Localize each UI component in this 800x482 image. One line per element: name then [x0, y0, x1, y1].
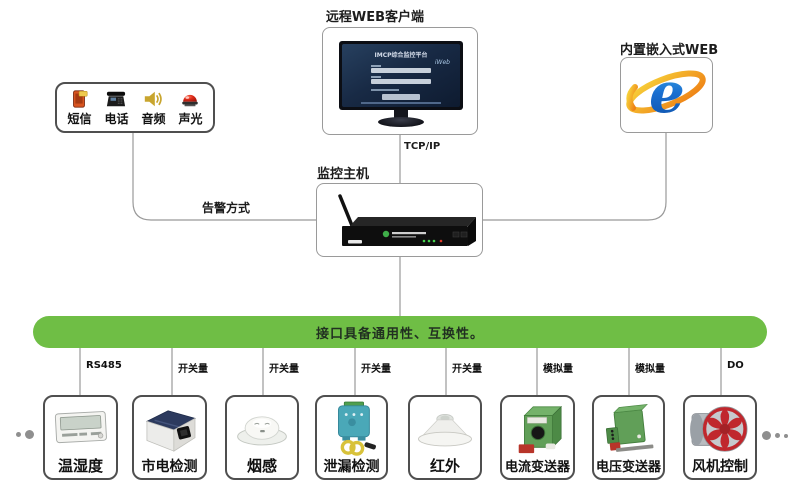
device-mains-detection: 市电检测 [132, 395, 207, 480]
alarm-item-phone: 电话 [104, 89, 129, 127]
device-label: 温湿度 [57, 457, 103, 475]
connection-label-rs485: RS485 [86, 360, 122, 371]
interface-banner-text: 接口具备通用性、互换性。 [315, 326, 484, 342]
leak-detector-icon [317, 401, 386, 457]
remote-web-client-panel: IMCP综合监控平台 iWeb [322, 27, 478, 135]
alarm-item-audio: 音频 [141, 89, 166, 127]
monitor-bezel: IMCP综合监控平台 iWeb [339, 41, 463, 110]
alarm-method-label: 告警方式 [202, 201, 251, 215]
connection-label-do: DO [727, 360, 744, 371]
monitor-stand-base [378, 117, 424, 127]
alarm-item-label: 电话 [104, 111, 129, 126]
login-remember-row [371, 89, 399, 91]
svg-text:e: e [649, 60, 685, 126]
ellipsis-right-dot-small [784, 434, 788, 438]
device-smoke-sensor: 烟感 [225, 395, 299, 480]
connection-label-analog-2: 模拟量 [635, 364, 665, 375]
tcp-ip-label: TCP/IP [404, 141, 441, 152]
login-username-field [371, 68, 431, 73]
ellipsis-left-dot-large [25, 430, 34, 439]
device-fan-control: 风机控制 [683, 395, 757, 480]
embedded-web-label: 内置嵌入式WEB [620, 43, 719, 58]
alarm-item-sound-light: 声光 [178, 89, 203, 127]
alarm-item-label: 短信 [67, 111, 92, 126]
device-temp-humidity: 温湿度 [43, 395, 118, 480]
device-label: 市电检测 [141, 459, 198, 475]
current-transmitter-icon [502, 401, 573, 457]
speaker-icon [145, 91, 163, 106]
telephone-icon [107, 91, 126, 106]
login-screen-title: IMCP综合监控平台 [374, 52, 428, 59]
monitoring-host-panel [316, 183, 483, 257]
mains-power-detector-icon [134, 401, 205, 457]
device-voltage-transmitter: 电压变送器 [592, 395, 665, 480]
internet-explorer-icon: e [626, 60, 706, 126]
login-password-field [371, 79, 431, 84]
ellipsis-right-dot-medium [775, 433, 780, 438]
smoke-detector-icon [227, 401, 297, 457]
login-password-label [371, 76, 381, 78]
ellipsis-left-dot-small [16, 432, 21, 437]
fan-control-icon [685, 401, 755, 457]
device-label: 泄漏检测 [323, 459, 380, 475]
temp-humidity-sensor-icon [45, 401, 116, 457]
connection-label-switch-1: 开关量 [178, 364, 208, 375]
interface-banner: 接口具备通用性、互换性。 [33, 316, 767, 348]
monitoring-host-label: 监控主机 [317, 167, 370, 182]
device-label: 烟感 [246, 457, 277, 475]
remote-web-client-label: 远程WEB客户端 [325, 10, 425, 25]
alarm-item-label: 音频 [141, 111, 166, 126]
device-leak-detection: 泄漏检测 [315, 395, 388, 480]
monitoring-host-device [338, 194, 476, 246]
alarm-item-label: 声光 [178, 111, 203, 126]
ellipsis-right-dot-large [762, 431, 771, 440]
device-label: 电压变送器 [595, 460, 661, 475]
connection-label-analog-1: 模拟量 [543, 364, 573, 375]
device-label: 红外 [429, 457, 460, 475]
login-button-image [382, 94, 420, 100]
embedded-web-panel: e [620, 57, 713, 133]
device-label: 风机控制 [692, 459, 748, 475]
login-screen-brand: iWeb [434, 59, 450, 66]
login-username-label [371, 65, 381, 67]
monitor-screen: IMCP综合监控平台 iWeb [342, 44, 460, 107]
connection-label-switch-3: 开关量 [361, 364, 391, 375]
siren-icon [182, 94, 199, 106]
device-infrared: 红外 [408, 395, 482, 480]
voltage-transmitter-icon [594, 401, 663, 457]
alarm-item-sms: 短信 [67, 89, 92, 127]
connection-label-switch-2: 开关量 [269, 364, 299, 375]
alarm-methods-panel: 短信 电话 [55, 82, 215, 133]
sms-phone-icon [73, 89, 88, 108]
connection-label-switch-4: 开关量 [452, 364, 482, 375]
device-current-transmitter: 电流变送器 [500, 395, 575, 480]
monitor-stand-neck [394, 110, 408, 119]
login-footer-text [361, 102, 441, 104]
infrared-sensor-icon [410, 401, 480, 457]
device-label: 电流变送器 [504, 460, 570, 475]
